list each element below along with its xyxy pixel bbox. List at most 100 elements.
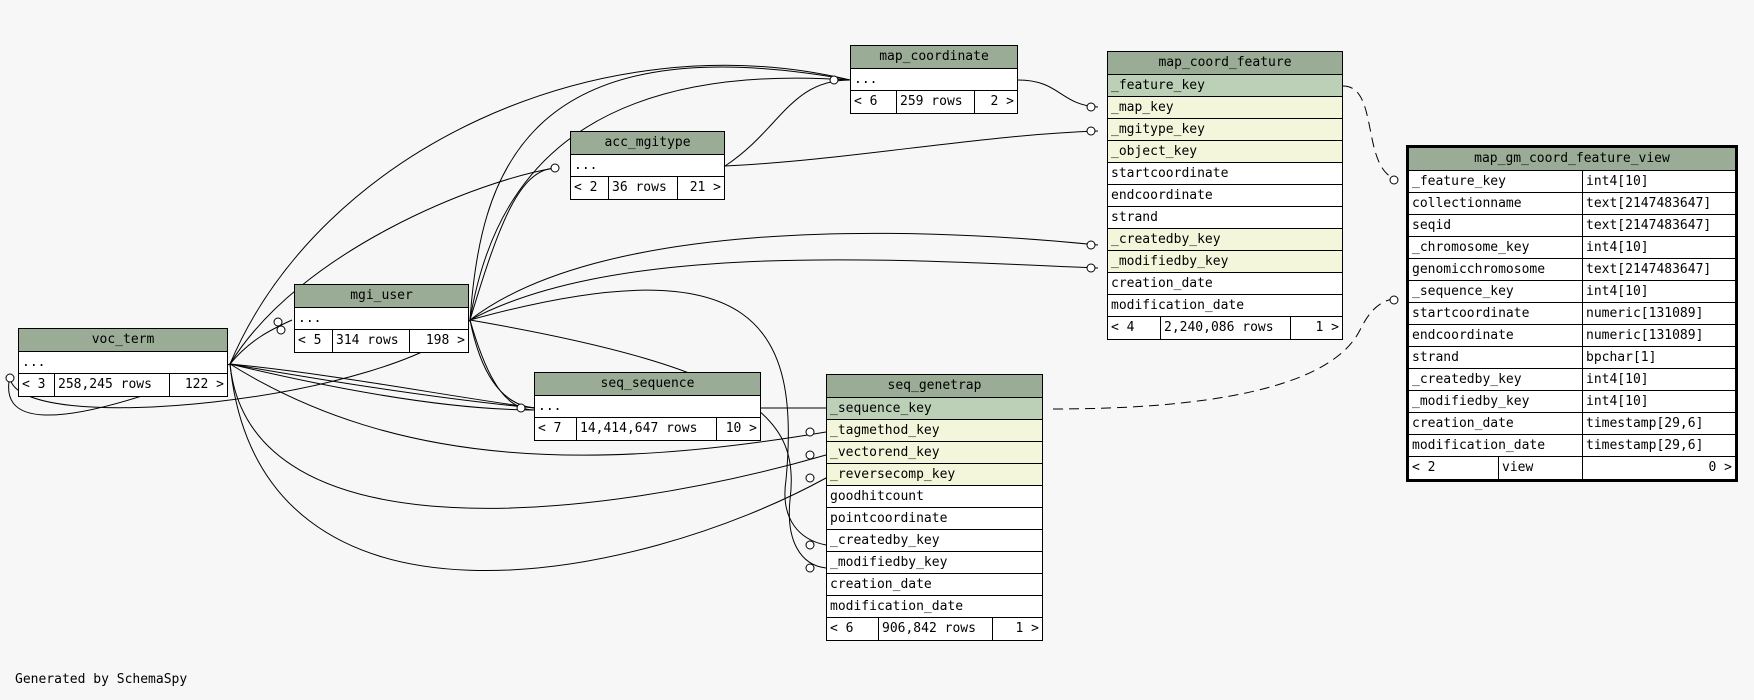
- edge-voc-seq-1: [229, 363, 536, 409]
- column-type: timestamp[29,6]: [1586, 416, 1704, 431]
- table-title: map_gm_coord_feature_view: [1409, 148, 1735, 171]
- column-type: int4[10]: [1586, 240, 1649, 255]
- table-column: modification_date: [827, 596, 1042, 618]
- table-column: creation_date: [1108, 273, 1342, 295]
- row-count: 258,245 rows: [55, 374, 170, 396]
- table-type: view: [1499, 457, 1583, 479]
- row-count: 314 rows: [333, 330, 410, 352]
- edge-mgi-seq-1: [469, 319, 536, 409]
- column-name: startcoordinate: [1409, 303, 1583, 324]
- edge-mgi-feature-created: [469, 232, 1099, 321]
- column-type: int4[10]: [1586, 284, 1649, 299]
- children-count: 1 >: [1315, 320, 1339, 335]
- table-column: _vectorend_key: [827, 442, 1042, 464]
- edge-mgi-seq-2: [469, 319, 536, 411]
- edge-voc-acc: [229, 167, 556, 365]
- table-column: _feature_key: [1108, 75, 1342, 97]
- children-count: 0 >: [1708, 460, 1732, 475]
- children-count: 1 >: [1015, 621, 1039, 636]
- table-column: _modifiedby_key: [827, 552, 1042, 574]
- table-body: ...: [535, 396, 760, 418]
- table-column: creation_date: [827, 574, 1042, 596]
- table-seq-genetrap[interactable]: seq_genetrap _sequence_key_tagmethod_key…: [826, 374, 1043, 641]
- parents-count: < 6: [851, 91, 897, 113]
- table-mgi-user[interactable]: mgi_user ... < 5 314 rows 198 >: [294, 284, 469, 353]
- column-type: int4[10]: [1586, 174, 1649, 189]
- table-title: map_coordinate: [851, 46, 1017, 69]
- edge-voc-mgi: [229, 319, 293, 365]
- table-footer: < 7 14,414,647 rows 10 >: [535, 418, 760, 440]
- table-footer: < 3 258,245 rows 122 >: [19, 374, 227, 396]
- table-footer: < 4 2,240,086 rows 1 >: [1108, 317, 1342, 339]
- table-voc-term[interactable]: voc_term ... < 3 258,245 rows 122 >: [18, 328, 228, 397]
- table-footer: < 5 314 rows 198 >: [295, 330, 468, 352]
- column-list: _sequence_key_tagmethod_key_vectorend_ke…: [827, 398, 1042, 618]
- column-name: genomicchromosome: [1409, 259, 1583, 280]
- column-type: numeric[131089]: [1586, 328, 1704, 343]
- table-body: ...: [295, 308, 468, 330]
- table-body: ...: [851, 69, 1017, 91]
- table-column: _mgitype_key: [1108, 119, 1342, 141]
- table-title: seq_sequence: [535, 373, 760, 396]
- table-body: ...: [19, 352, 227, 374]
- column-list: _feature_key_map_key_mgitype_key_object_…: [1108, 75, 1342, 317]
- table-column: _sequence_key: [827, 398, 1042, 420]
- table-column: _createdby_key: [827, 530, 1042, 552]
- table-column: startcoordinate: [1108, 163, 1342, 185]
- column-name: seqid: [1409, 215, 1583, 236]
- table-title: acc_mgitype: [571, 132, 724, 155]
- table-footer: < 6 259 rows 2 >: [851, 91, 1017, 113]
- column-type: timestamp[29,6]: [1586, 438, 1704, 453]
- table-map-coord-feature[interactable]: map_coord_feature _feature_key_map_key_m…: [1107, 51, 1343, 340]
- parents-count: < 4: [1108, 317, 1161, 339]
- children-count: 2 >: [990, 94, 1014, 109]
- column-name: collectionname: [1409, 193, 1583, 214]
- edge-map-coordinate-acc: [724, 79, 851, 167]
- parents-count: < 6: [827, 618, 879, 640]
- children-count: 21 >: [689, 180, 721, 195]
- table-map-coordinate[interactable]: map_coordinate ... < 6 259 rows 2 >: [850, 45, 1018, 114]
- column-name: creation_date: [1409, 413, 1583, 434]
- column-type: text[2147483647]: [1586, 196, 1712, 211]
- table-title: voc_term: [19, 329, 227, 352]
- table-column: endcoordinate: [1108, 185, 1342, 207]
- edge-map-coordinate-voc-term: [229, 64, 851, 365]
- column-name: _modifiedby_key: [1409, 391, 1583, 412]
- table-seq-sequence[interactable]: seq_sequence ... < 7 14,414,647 rows 10 …: [534, 372, 761, 441]
- table-column: goodhitcount: [827, 486, 1042, 508]
- table-footer: < 2 36 rows 21 >: [571, 177, 724, 199]
- column-name: _feature_key: [1409, 171, 1583, 192]
- row-count: 36 rows: [609, 177, 678, 199]
- edge-mgi-genetrap-modified: [469, 319, 827, 569]
- table-column: _map_key: [1108, 97, 1342, 119]
- children-count: 198 >: [425, 333, 465, 348]
- edge-mgi-acc: [469, 167, 556, 321]
- table-body: ...: [571, 155, 724, 177]
- table-title: seq_genetrap: [827, 375, 1042, 398]
- table-title: map_coord_feature: [1108, 52, 1342, 75]
- children-count: 10 >: [725, 421, 757, 436]
- edge-map-coord-feature-map: [1017, 79, 1099, 108]
- edge-view-sequence: [1052, 297, 1399, 410]
- edge-voc-seq-3: [229, 363, 536, 411]
- table-title: mgi_user: [295, 285, 468, 308]
- edge-mgi-genetrap-created: [469, 289, 827, 546]
- table-footer: < 6 906,842 rows 1 >: [827, 618, 1042, 640]
- table-acc-mgitype[interactable]: acc_mgitype ... < 2 36 rows 21 >: [570, 131, 725, 200]
- edge-voc-seq-2: [229, 363, 536, 409]
- table-column: _reversecomp_key: [827, 464, 1042, 486]
- row-count: 14,414,647 rows: [577, 418, 717, 440]
- table-footer: < 2 view 0 >: [1409, 457, 1735, 479]
